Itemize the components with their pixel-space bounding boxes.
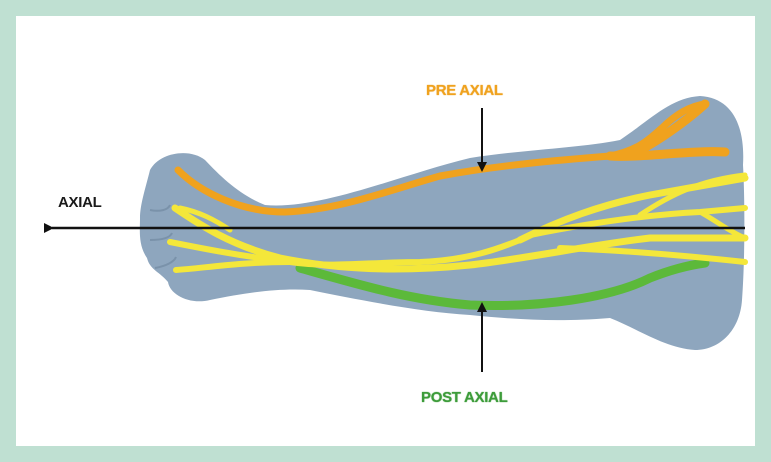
pre-axial-label: PRE AXIAL <box>426 82 503 99</box>
post-axial-label: POST AXIAL <box>421 389 507 406</box>
axial-label: AXIAL <box>58 194 102 211</box>
